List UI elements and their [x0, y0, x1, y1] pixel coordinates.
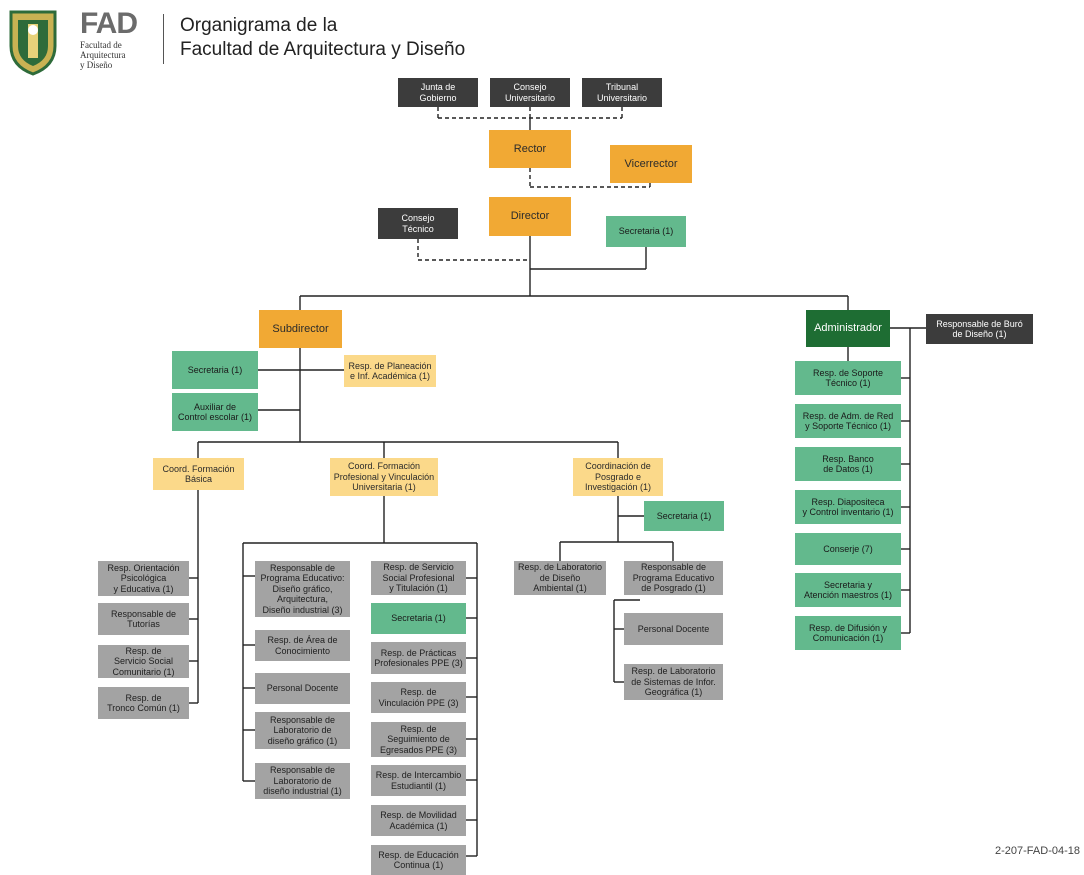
administrador-box: Administrador — [806, 310, 890, 347]
admin-item: Conserje (7) — [795, 533, 901, 565]
solid-connectors — [189, 118, 926, 857]
secretaria-posgrado-box: Secretaria (1) — [644, 501, 724, 531]
admin-item: Resp. de Soporte Técnico (1) — [795, 361, 901, 395]
resp-planeacion-box: Resp. de Planeación e Inf. Académica (1) — [344, 355, 436, 387]
fad-logo: FAD Facultad de Arquitectura y Diseño — [80, 8, 152, 74]
junta-gobierno-box: Junta de Gobierno — [398, 78, 478, 107]
coord-formacion-profesional-box: Coord. Formación Profesional y Vinculaci… — [330, 458, 438, 496]
page-title-line1: Organigrama de la — [180, 15, 338, 36]
profesional-right-item: Resp. de Seguimiento de Egresados PPE (3… — [371, 722, 466, 757]
admin-item: Secretaria y Atención maestros (1) — [795, 573, 901, 607]
page-title: Organigrama de la Facultad de Arquitectu… — [180, 14, 465, 62]
rector-box: Rector — [489, 130, 571, 168]
posgrado-lab-ambiental-box: Resp. de Laboratorio de Diseño Ambiental… — [514, 561, 606, 595]
profesional-right-item: Resp. de Prácticas Profesionales PPE (3) — [371, 642, 466, 674]
fad-logo-caption: Facultad de Arquitectura y Diseño — [80, 40, 126, 70]
profesional-right-item: Resp. de Vinculación PPE (3) — [371, 682, 466, 713]
coord-posgrado-box: Coordinación de Posgrado e Investigación… — [573, 458, 663, 496]
auxiliar-control-escolar-box: Auxiliar de Control escolar (1) — [172, 393, 258, 431]
document-code: 2-207-FAD-04-18 — [995, 845, 1080, 857]
profesional-right-item: Resp. de Intercambio Estudiantil (1) — [371, 765, 466, 796]
consejo-tecnico-box: Consejo Técnico — [378, 208, 458, 239]
admin-item: Resp. de Adm. de Red y Soporte Técnico (… — [795, 404, 901, 438]
subdirector-box: Subdirector — [259, 310, 342, 348]
profesional-left-item: Personal Docente — [255, 673, 350, 704]
posgrado-personal-docente-box: Personal Docente — [624, 613, 723, 645]
fad-logo-mark: FAD — [80, 7, 138, 40]
director-box: Director — [489, 197, 571, 236]
profesional-right-item: Secretaria (1) — [371, 603, 466, 634]
tribunal-universitario-box: Tribunal Universitario — [582, 78, 662, 107]
responsable-buro-box: Responsable de Buró de Diseño (1) — [926, 314, 1033, 344]
admin-item: Resp. Banco de Datos (1) — [795, 447, 901, 481]
basica-item: Resp. Orientación Psicológica y Educativ… — [98, 561, 189, 596]
header-divider — [163, 14, 164, 64]
profesional-left-item: Responsable de Programa Educativo: Diseñ… — [255, 561, 350, 617]
admin-item: Resp. Diapositeca y Control inventario (… — [795, 490, 901, 524]
profesional-right-item: Resp. de Educación Continua (1) — [371, 845, 466, 875]
profesional-right-item: Resp. de Movilidad Académica (1) — [371, 805, 466, 836]
consejo-universitario-box: Consejo Universitario — [490, 78, 570, 107]
posgrado-resp-programa-box: Responsable de Programa Educativo de Pos… — [624, 561, 723, 595]
basica-item: Responsable de Tutorías — [98, 603, 189, 635]
posgrado-lab-sig-box: Resp. de Laboratorio de Sistemas de Info… — [624, 664, 723, 700]
basica-item: Resp. de Servicio Social Comunitario (1) — [98, 645, 189, 678]
profesional-left-item: Resp. de Área de Conocimiento — [255, 630, 350, 661]
vicerrector-box: Vicerrector — [610, 145, 692, 183]
profesional-right-item: Resp. de Servicio Social Profesional y T… — [371, 561, 466, 595]
university-seal-logo — [6, 6, 60, 76]
coord-formacion-basica-box: Coord. Formación Básica — [153, 458, 244, 490]
page-title-line2: Facultad de Arquitectura y Diseño — [180, 39, 466, 60]
secretaria-director-box: Secretaria (1) — [606, 216, 686, 247]
secretaria-subdirector-box: Secretaria (1) — [172, 351, 258, 389]
profesional-left-item: Responsable de Laboratorio de diseño ind… — [255, 763, 350, 799]
basica-item: Resp. de Tronco Común (1) — [98, 687, 189, 719]
admin-item: Resp. de Difusión y Comunicación (1) — [795, 616, 901, 650]
profesional-left-item: Responsable de Laboratorio de diseño grá… — [255, 712, 350, 749]
